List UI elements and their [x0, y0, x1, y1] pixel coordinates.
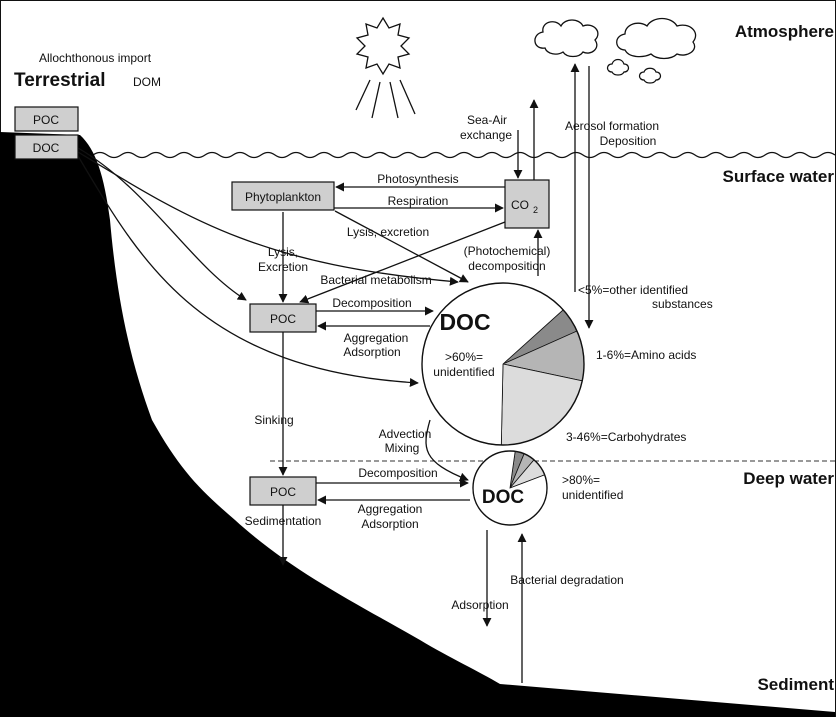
doc-deep-label: DOC [482, 487, 525, 508]
amino-acids-label: 1-6%=Amino acids [596, 348, 696, 362]
terrestrial-poc-label: POC [33, 113, 59, 127]
zone-title-atmosphere: Atmosphere [735, 22, 834, 41]
cloud-icon-left [534, 19, 599, 58]
doc-deep-unidentified-label: unidentified [562, 488, 623, 502]
terrestrial-poc-box [14, 106, 79, 132]
cloud-icon-small-2 [638, 67, 662, 84]
zone-title-deep-water: Deep water [743, 469, 834, 488]
label-advection: Advection [379, 427, 432, 441]
surface-poc-label: POC [270, 312, 296, 326]
label-lysis-excretion: Lysis, excretion [347, 225, 429, 239]
water-surface-waves [92, 151, 836, 159]
terrestrial-doc-label: DOC [33, 141, 60, 155]
label-mixing: Mixing [385, 441, 420, 455]
label-lysis: Lysis, [268, 245, 298, 259]
phytoplankton-box [231, 181, 335, 211]
pie-deep-outline [472, 450, 548, 526]
co2-label: CO [511, 198, 529, 212]
label-bacterial-degradation: Bacterial degradation [510, 573, 623, 587]
arrow-terrestrial-to-doc-surface [77, 151, 459, 286]
label-photochemical: (Photochemical) [464, 244, 551, 258]
label-respiration: Respiration [388, 194, 449, 208]
cloud-icon-small-1 [606, 58, 630, 76]
doc-deep-unidentified-pct: >80%= [562, 473, 600, 487]
pie-surface-outline [421, 282, 585, 446]
label-decomposition-surface: Decomposition [332, 296, 411, 310]
doc-surface-unidentified-pct: >60%= [445, 350, 483, 364]
zone-title-sediment: Sediment [757, 675, 834, 694]
deep-poc-label: POC [270, 485, 296, 499]
doc-surface-pie [421, 282, 585, 446]
arrow-terrestrial-to-doc-mid [77, 155, 419, 388]
sun-icon [355, 16, 416, 119]
carbohydrates-label: 3-46%=Carbohydrates [566, 430, 686, 444]
label-photosynthesis: Photosynthesis [377, 172, 458, 186]
label-photochemical-decomposition: decomposition [468, 259, 545, 273]
label-exchange: exchange [460, 128, 512, 142]
co2-box [504, 179, 550, 229]
label-aerosol-formation: Aerosol formation [565, 119, 659, 133]
doc-surface-label: DOC [439, 309, 490, 335]
arrow-bacterial-metabolism [299, 221, 506, 304]
label-adsorption-sediment: Adsorption [451, 598, 508, 612]
cloud-icon-right [616, 17, 697, 60]
phytoplankton-label: Phytoplankton [245, 190, 321, 204]
label-aggregation-surface: Aggregation [344, 331, 409, 345]
label-bacterial-metabolism: Bacterial metabolism [320, 273, 431, 287]
other-substances-pct-label: <5%=other identified [578, 283, 688, 297]
label-sea-air: Sea-Air [467, 113, 507, 127]
other-substances-label: substances [652, 297, 713, 311]
doc-deep-pie [472, 450, 548, 526]
label-sinking: Sinking [254, 413, 293, 427]
terrestrial-dom-label: DOM [133, 75, 161, 89]
co2-subscript: 2 [533, 205, 538, 215]
label-excretion: Excretion [258, 260, 308, 274]
label-sedimentation: Sedimentation [245, 514, 322, 528]
terrestrial-doc-box [14, 134, 79, 160]
label-aggregation-deep: Aggregation [358, 502, 423, 516]
label-adsorption-deep: Adsorption [361, 517, 418, 531]
arrow-terrestrial-to-poc [77, 147, 247, 301]
terrestrial-subtitle: Allochthonous import [39, 51, 152, 65]
zone-title-surface-water: Surface water [723, 167, 835, 186]
deep-poc-box [249, 476, 317, 506]
doc-surface-unidentified-label: unidentified [433, 365, 494, 379]
label-decomposition-deep: Decomposition [358, 466, 437, 480]
seafloor-land [0, 132, 835, 717]
label-deposition: Deposition [600, 134, 657, 148]
arrow-lysis-excretion-to-doc [334, 210, 469, 283]
arrow-advection-mixing [425, 419, 469, 482]
terrestrial-title: Terrestrial [14, 70, 106, 91]
label-adsorption-surface: Adsorption [343, 345, 400, 359]
